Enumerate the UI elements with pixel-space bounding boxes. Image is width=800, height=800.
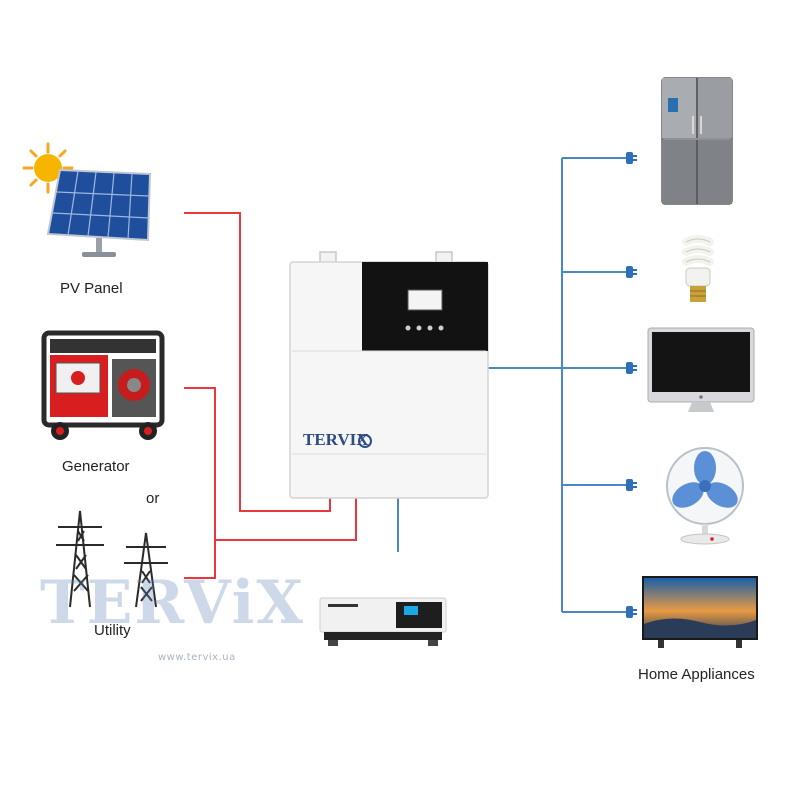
pv-wire: [184, 212, 331, 512]
plug-icon: [626, 362, 637, 374]
utility-wire: [215, 497, 357, 541]
plug-icon: [626, 606, 637, 618]
sun-icon: [22, 142, 74, 194]
monitor-icon: [647, 327, 755, 412]
power-tower-icon: [56, 510, 168, 608]
inverter-brand: TERVIX: [303, 430, 369, 449]
generator-wire: [184, 387, 216, 579]
generator-label: Generator: [62, 458, 130, 475]
utility-label: Utility: [94, 622, 131, 639]
refrigerator-icon: [661, 77, 733, 205]
home-appliances-label: Home Appliances: [638, 666, 755, 683]
inverter-icon: [289, 251, 489, 499]
solar-panel-icon: [22, 142, 152, 257]
battery-icon: [319, 597, 447, 646]
pv-panel-label: PV Panel: [60, 280, 123, 297]
light-bulb-icon: [682, 235, 714, 302]
or-label: or: [146, 490, 160, 507]
generator-icon: [41, 330, 165, 440]
plug-icon: [626, 152, 637, 164]
watermark-logo: TERViX: [40, 568, 305, 638]
tv-icon: [642, 576, 758, 648]
plug-icon: [626, 266, 637, 278]
watermark-url: www.tervix.ua: [158, 652, 236, 663]
plug-icon: [626, 479, 637, 491]
fan-icon: [666, 447, 744, 545]
